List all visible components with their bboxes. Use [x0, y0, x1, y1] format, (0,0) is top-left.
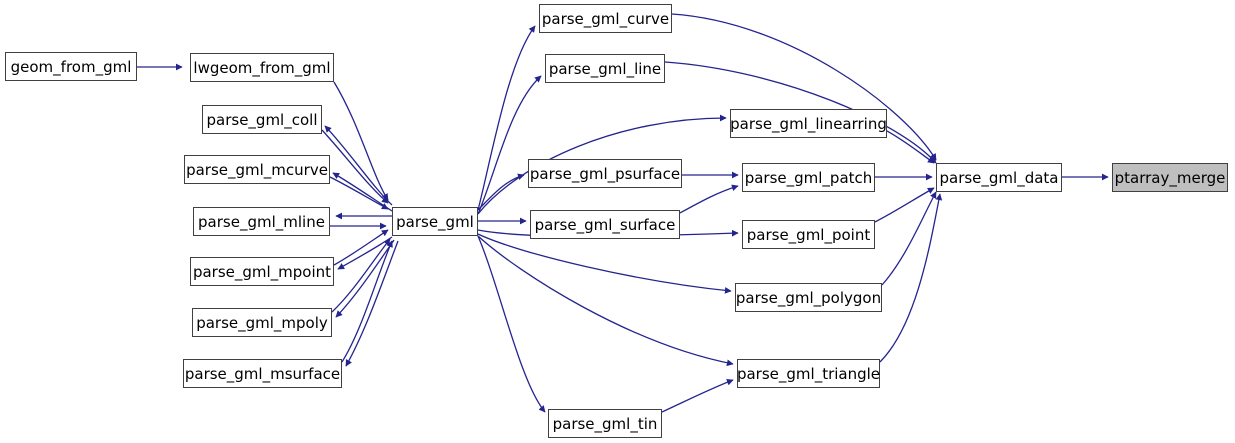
- node-parse_gml_patch[interactable]: parse_gml_patch: [742, 163, 875, 192]
- node-parse_gml_mpoint[interactable]: parse_gml_mpoint: [190, 257, 334, 286]
- edge-parse_gml-to-parse_gml_psurface: [477, 173, 525, 211]
- node-parse_gml_point[interactable]: parse_gml_point: [742, 220, 875, 249]
- node-label: parse_gml_mline: [198, 212, 325, 231]
- node-label: parse_gml_surface: [534, 215, 676, 234]
- edge-parse_gml-to-parse_gml_mpoint: [337, 236, 393, 270]
- node-label: ptarray_merge: [1114, 168, 1226, 187]
- edge-parse_gml_mpoint-to-parse_gml: [333, 229, 389, 266]
- edge-parse_gml_line-to-parse_gml_data: [664, 61, 937, 164]
- node-label: parse_gml_patch: [744, 168, 873, 187]
- node-parse_gml_triangle[interactable]: parse_gml_triangle: [737, 359, 880, 388]
- node-label: parse_gml_psurface: [529, 164, 681, 183]
- edge-parse_gml-to-parse_gml_coll: [324, 125, 393, 206]
- edge-parse_gml_polygon-to-parse_gml_data: [881, 191, 937, 286]
- node-label: parse_gml_mpoly: [196, 313, 328, 332]
- node-label: parse_gml_triangle: [736, 364, 881, 383]
- node-label: parse_gml_tin: [552, 414, 658, 433]
- edge-parse_gml_mpoly-to-parse_gml: [331, 238, 391, 313]
- node-geom_from_gml[interactable]: geom_from_gml: [5, 52, 137, 81]
- node-parse_gml[interactable]: parse_gml: [392, 207, 478, 236]
- edge-parse_gml_point-to-parse_gml_data: [874, 187, 935, 223]
- edge-parse_gml-to-parse_gml_mcurve: [332, 172, 393, 212]
- edge-parse_gml-to-parse_gml_mpoly: [335, 239, 395, 318]
- node-parse_gml_surface[interactable]: parse_gml_surface: [530, 210, 680, 239]
- edge-parse_gml_msurface-to-parse_gml: [341, 240, 393, 363]
- node-parse_gml_line[interactable]: parse_gml_line: [545, 54, 665, 83]
- node-parse_gml_mpoly[interactable]: parse_gml_mpoly: [192, 308, 332, 337]
- node-label: parse_gml_mcurve: [186, 160, 328, 179]
- edge-parse_gml_mcurve-to-parse_gml: [329, 176, 389, 210]
- edge-parse_gml-to-parse_gml_polygon: [477, 233, 732, 294]
- edge-parse_gml-to-parse_gml_triangle: [477, 235, 734, 367]
- node-label: parse_gml_msurface: [184, 364, 341, 383]
- node-parse_gml_curve[interactable]: parse_gml_curve: [539, 4, 672, 33]
- edge-parse_gml-to-parse_gml_msurface: [345, 240, 399, 367]
- node-parse_gml_polygon[interactable]: parse_gml_polygon: [735, 283, 882, 312]
- edge-group: [137, 13, 1109, 413]
- node-parse_gml_psurface[interactable]: parse_gml_psurface: [528, 159, 682, 188]
- node-parse_gml_msurface[interactable]: parse_gml_msurface: [183, 359, 342, 388]
- node-label: parse_gml_point: [746, 225, 871, 244]
- node-lwgeom_from_gml[interactable]: lwgeom_from_gml: [190, 53, 334, 82]
- node-ptarray_merge[interactable]: ptarray_merge: [1112, 163, 1228, 192]
- node-parse_gml_mcurve[interactable]: parse_gml_mcurve: [184, 155, 330, 184]
- node-parse_gml_tin[interactable]: parse_gml_tin: [548, 409, 662, 438]
- edge-parse_gml_triangle-to-parse_gml_data: [879, 193, 943, 363]
- edge-parse_gml_linearring-to-parse_gml_data: [886, 130, 935, 164]
- edge-parse_gml-to-parse_gml_linearring: [477, 114, 727, 215]
- edge-parse_gml-to-parse_gml_tin: [477, 235, 546, 413]
- node-parse_gml_coll[interactable]: parse_gml_coll: [202, 105, 322, 134]
- edge-parse_gml-to-parse_gml_line: [477, 75, 542, 215]
- node-label: parse_gml_linearring: [730, 114, 887, 133]
- node-label: parse_gml_line: [548, 59, 662, 78]
- node-parse_gml_data[interactable]: parse_gml_data: [936, 163, 1062, 192]
- node-label: parse_gml_polygon: [735, 288, 882, 307]
- node-label: parse_gml: [396, 212, 474, 231]
- node-label: lwgeom_from_gml: [193, 58, 331, 77]
- node-label: parse_gml_curve: [541, 9, 670, 28]
- node-label: geom_from_gml: [10, 57, 132, 76]
- edge-parse_gml_curve-to-parse_gml_data: [671, 13, 937, 161]
- edge-parse_gml_tin-to-parse_gml_triangle: [661, 379, 734, 413]
- edge-parse_gml-to-parse_gml_curve: [477, 25, 536, 211]
- node-label: parse_gml_data: [939, 168, 1059, 187]
- node-label: parse_gml_coll: [206, 110, 318, 129]
- edge-lwgeom_from_gml-to-parse_gml: [333, 81, 389, 201]
- node-parse_gml_mline[interactable]: parse_gml_mline: [193, 207, 330, 236]
- node-parse_gml_linearring[interactable]: parse_gml_linearring: [730, 109, 887, 138]
- edge-parse_gml_surface-to-parse_gml_patch: [679, 184, 739, 214]
- node-label: parse_gml_mpoint: [192, 262, 332, 281]
- edge-parse_gml_coll-to-parse_gml: [321, 129, 389, 204]
